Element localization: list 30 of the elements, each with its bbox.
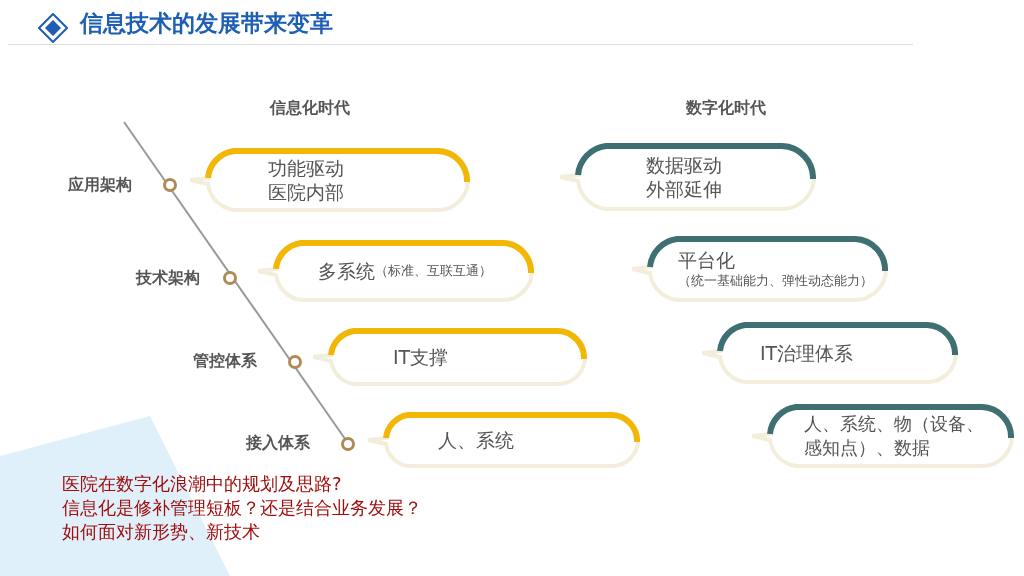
column-heading: 信息化时代: [270, 98, 350, 119]
speech-bubble: [560, 143, 816, 211]
speech-bubble: [702, 322, 958, 384]
bubble-text: 人、系统、物（设备、感知点）、数据: [804, 412, 985, 460]
bubble-text: IT支撑: [393, 345, 450, 369]
question-text: 如何面对新形势、新技术: [62, 520, 260, 544]
speech-bubble: [258, 240, 534, 302]
bubble-text: 多系统: [318, 259, 375, 283]
speech-bubble: [752, 404, 1014, 468]
speech-bubble: [368, 412, 640, 468]
bubble-text: （标准、互联互通）: [375, 262, 492, 280]
question-text: 医院在数字化浪潮中的规划及思路?: [62, 472, 342, 496]
row-label: 管控体系: [193, 351, 257, 372]
question-text: 信息化是修补管理短板？还是结合业务发展？: [62, 496, 422, 520]
bubble-text: 医院内部: [268, 180, 345, 204]
row-label: 接入体系: [246, 433, 310, 454]
slide-title: 信息技术的发展带来变革: [80, 9, 333, 38]
speech-bubble: [632, 236, 888, 302]
bubble-text: 外部延伸: [646, 177, 723, 201]
bubble-text: （统一基础能力、弹性动态能力）: [678, 272, 874, 290]
bubble-text: 数据驱动: [646, 153, 723, 177]
speech-bubble: [313, 328, 587, 386]
column-heading: 数字化时代: [686, 98, 766, 119]
bubble-text: 人、系统: [438, 428, 515, 452]
bubble-text: 功能驱动: [268, 156, 345, 180]
bubble-text: IT治理体系: [760, 341, 855, 365]
row-label: 应用架构: [68, 175, 132, 196]
row-label: 技术架构: [136, 268, 200, 289]
bubble-text: 平台化: [678, 248, 736, 272]
speech-bubble: [190, 148, 470, 212]
